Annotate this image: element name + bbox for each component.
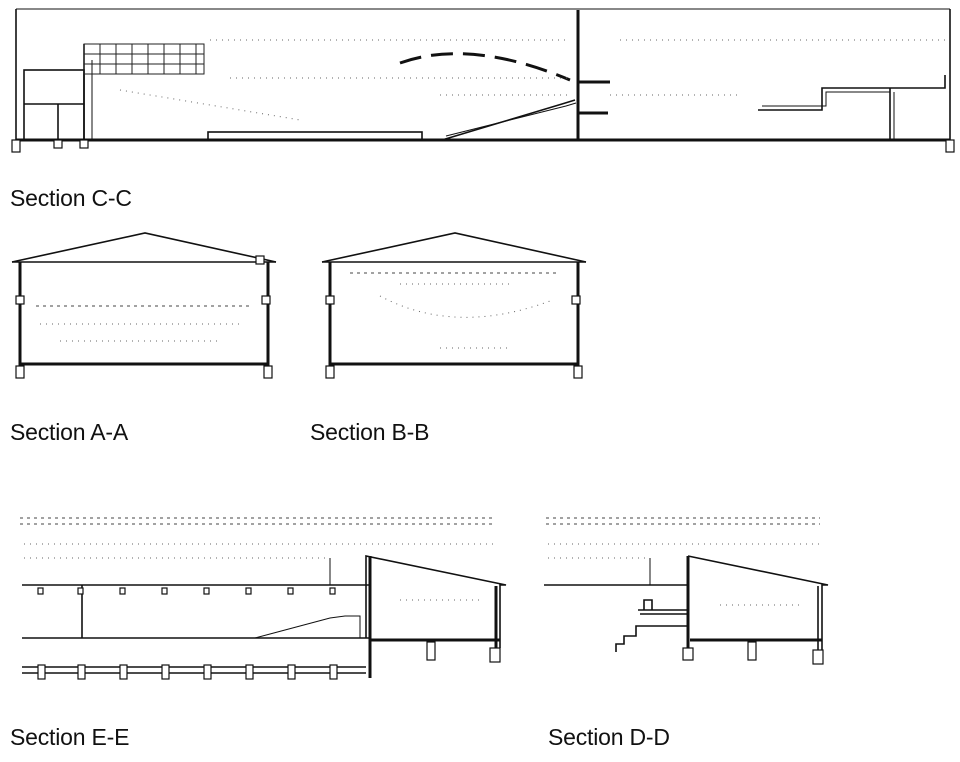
section-d-d-drawing — [540, 510, 840, 680]
section-e-e-drawing — [0, 510, 520, 690]
section-d-d-label: Section D-D — [548, 724, 670, 750]
section-c-c-drawing — [0, 0, 960, 160]
section-b-b-drawing — [310, 226, 600, 386]
section-e-e-label: Section E-E — [10, 724, 130, 750]
section-c-c-label: Section C-C — [10, 185, 132, 211]
section-a-a-label: Section A-A — [10, 419, 128, 445]
section-b-b-label: Section B-B — [310, 419, 430, 445]
section-a-a-drawing — [0, 226, 290, 386]
